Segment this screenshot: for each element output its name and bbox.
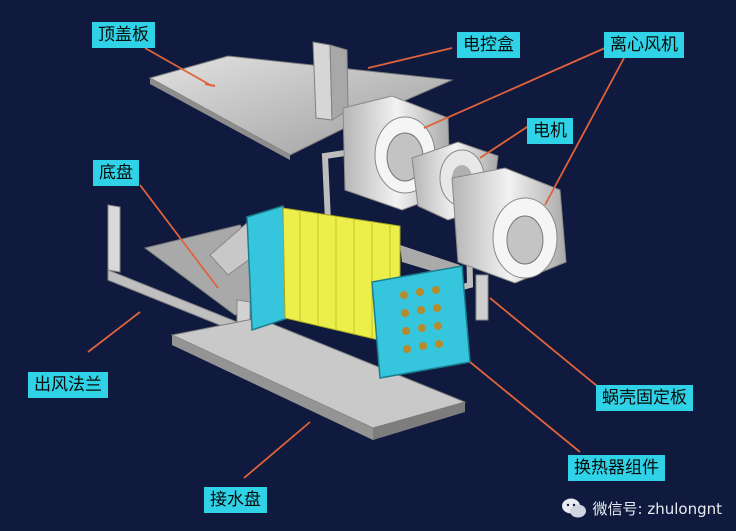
label-drain-pan: 接水盘: [204, 487, 267, 513]
label-control-box: 电控盒: [457, 32, 520, 58]
label-centrifugal-fan: 离心风机: [604, 32, 684, 58]
heat-exchanger: [246, 205, 471, 379]
label-outlet-flange: 出风法兰: [28, 372, 108, 398]
top-cover-plate: [148, 55, 454, 160]
label-volute-fixing-plate: 蜗壳固定板: [596, 385, 693, 411]
label-heat-exchanger-assembly: 换热器组件: [568, 455, 665, 481]
label-base-pan: 底盘: [93, 160, 139, 186]
watermark-text: 微信号: zhulongnt: [592, 499, 722, 518]
leader-lines: [87, 47, 625, 479]
fan-housing-right: [451, 167, 567, 284]
label-motor: 电机: [527, 118, 573, 144]
control-box-bracket: [312, 41, 349, 121]
drain-pan: [170, 317, 467, 440]
wechat-icon: [561, 498, 586, 518]
label-top-cover: 顶盖板: [92, 22, 155, 48]
watermark: 微信号: zhulongnt: [561, 497, 722, 519]
